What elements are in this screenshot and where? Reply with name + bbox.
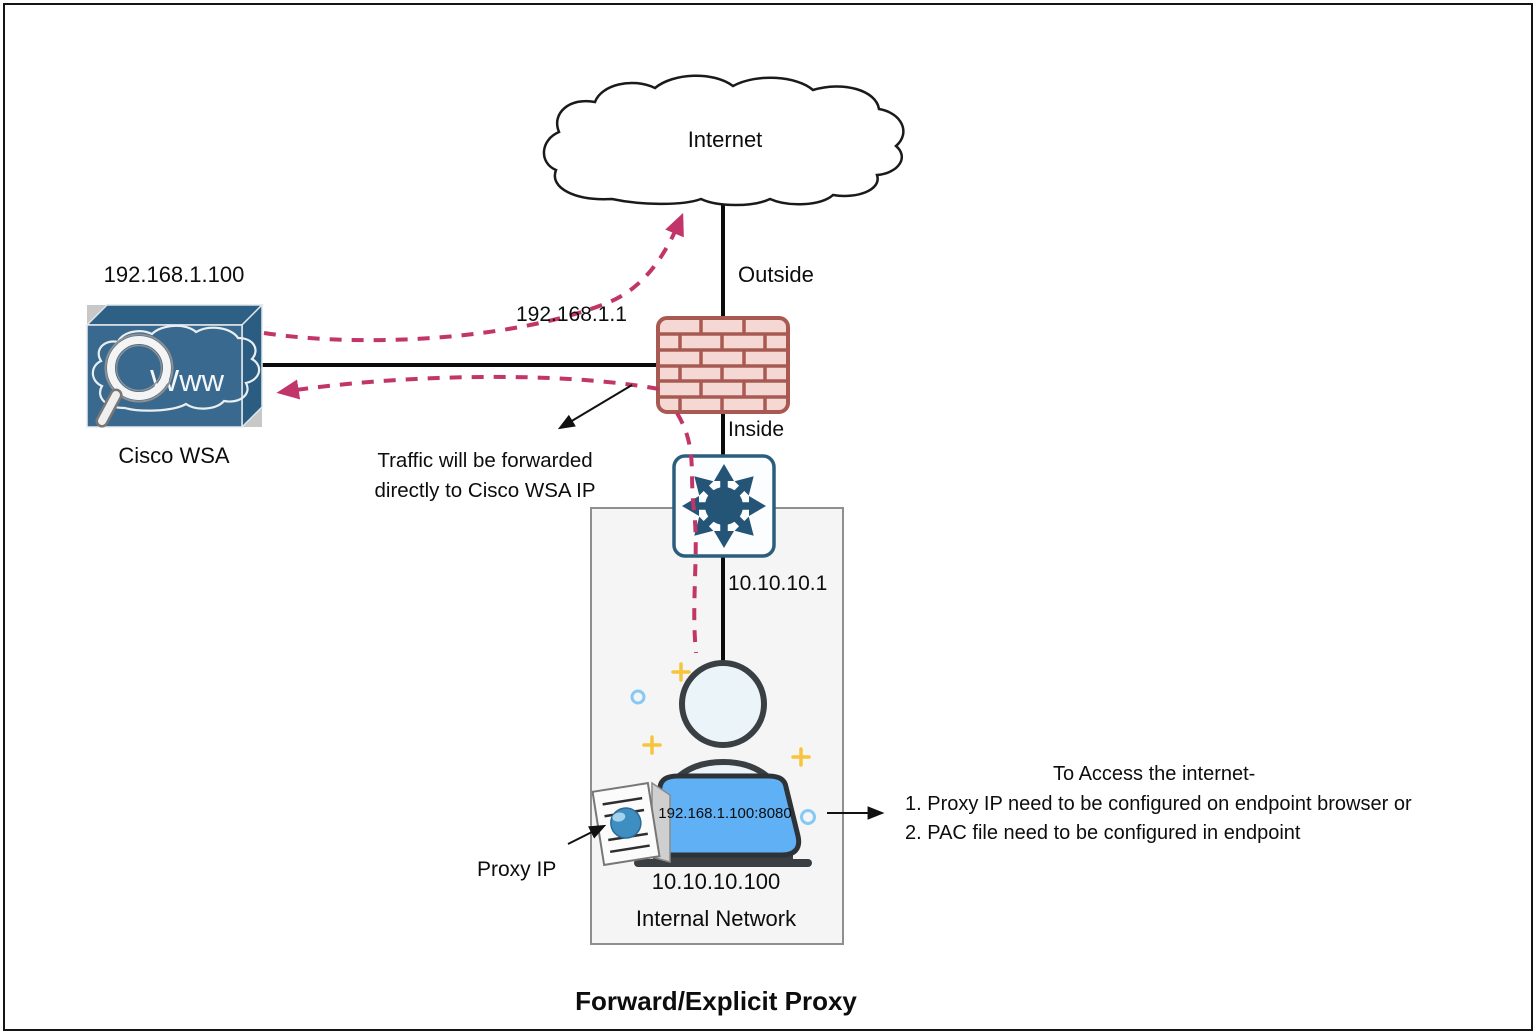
forward-note-line1: Traffic will be forwarded xyxy=(377,449,593,472)
proxy-config-file-icon xyxy=(591,781,671,867)
wsa-ip-label: 192.168.1.100 xyxy=(103,262,245,287)
laptop-proxy-setting: 192.168.1.100:8080 xyxy=(658,805,792,822)
forward-note-line2: directly to Cisco WSA IP xyxy=(374,479,596,502)
proxy-ip-caption: Proxy IP xyxy=(477,858,557,881)
router-icon xyxy=(672,454,776,558)
forward-note: Traffic will be forwarded directly to Ci… xyxy=(340,446,630,506)
sparkle-icons xyxy=(642,662,811,767)
internal-network-label: Internal Network xyxy=(635,906,797,931)
wsa-name-label: Cisco WSA xyxy=(118,443,230,468)
flow-firewall-to-wsa xyxy=(276,374,660,400)
access-note-item2: 2. PAC file need to be configured in end… xyxy=(905,822,1301,844)
annotation-arrows xyxy=(557,384,885,845)
user-head xyxy=(679,660,767,748)
router-arrows xyxy=(682,464,766,548)
arrow-to-forward-note xyxy=(557,384,633,430)
internet-cloud-icon xyxy=(542,74,905,207)
outside-label: Outside xyxy=(738,262,814,287)
diagram-title: Forward/Explicit Proxy xyxy=(575,986,857,1016)
access-note-title: To Access the internet- xyxy=(1053,763,1256,785)
wsa-appliance-icon: Www xyxy=(85,303,264,429)
bubble-icons xyxy=(630,689,816,825)
user-laptop-icon xyxy=(630,660,816,867)
router-ip-label: 10.10.10.1 xyxy=(728,572,828,595)
arrow-to-proxy-file xyxy=(567,824,607,845)
network-links xyxy=(262,203,725,662)
access-note-item1: 1. Proxy IP need to be configured on end… xyxy=(905,793,1412,815)
proxy-traffic-flows xyxy=(263,212,698,654)
laptop-lid xyxy=(644,773,802,858)
endpoint-ip-label: 10.10.10.100 xyxy=(651,869,781,894)
internet-label: Internet xyxy=(687,127,763,152)
flow-endpoint-to-firewall xyxy=(675,411,698,654)
firewall-ip-label: 192.168.1.1 xyxy=(516,303,627,326)
laptop-base xyxy=(634,859,812,867)
wsa-cloud-outline xyxy=(91,324,261,412)
firewall-icon xyxy=(656,316,790,414)
inside-label: Inside xyxy=(728,418,785,441)
magnifier-icon xyxy=(95,333,174,428)
